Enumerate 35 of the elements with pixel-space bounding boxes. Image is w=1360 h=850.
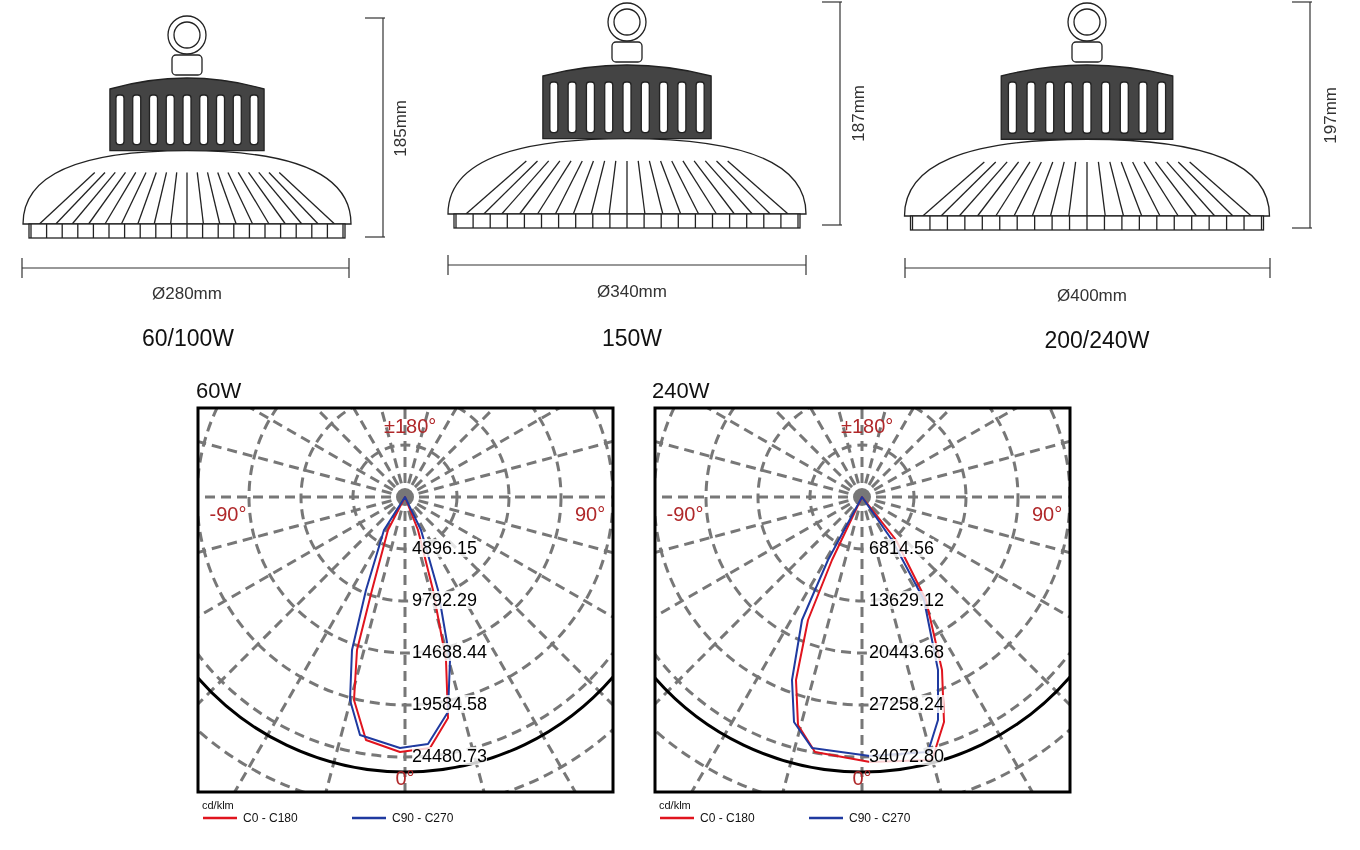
legend-text: C0 - C180 <box>243 812 298 824</box>
wattage-label: 60/100W <box>142 326 235 350</box>
intensity-scale-value: 24480.73 <box>412 747 488 765</box>
intensity-scale-value: 6814.56 <box>869 539 935 557</box>
angle-label: -90° <box>666 504 704 524</box>
intensity-scale-value: 13629.12 <box>869 591 945 609</box>
unit-label: cd/klm <box>202 799 234 811</box>
dimension-value: Ø340mm <box>597 282 667 300</box>
intensity-scale-value: 34072.80 <box>869 747 945 765</box>
wattage-label: 200/240W <box>1044 328 1150 352</box>
angle-label: 90° <box>575 504 606 524</box>
intensity-scale-value: 20443.68 <box>869 643 945 661</box>
angle-label: ±180° <box>841 416 894 436</box>
dimension-value: 187mm <box>849 84 867 142</box>
angle-label: ±180° <box>384 416 437 436</box>
legend-text: C90 - C270 <box>392 812 454 824</box>
intensity-scale-value: 14688.44 <box>412 643 488 661</box>
angle-label: 0° <box>852 768 872 788</box>
intensity-scale-value: 19584.58 <box>412 695 488 713</box>
dimension-value: Ø280mm <box>152 284 222 302</box>
intensity-scale-value: 9792.29 <box>412 591 478 609</box>
intensity-scale-value: 4896.15 <box>412 539 478 557</box>
legend-text: C0 - C180 <box>700 812 755 824</box>
chart-title: 60W <box>196 380 242 402</box>
angle-label: 90° <box>1032 504 1063 524</box>
angle-label: -90° <box>209 504 247 524</box>
legend-text: C90 - C270 <box>849 812 911 824</box>
chart-title: 240W <box>652 380 710 402</box>
unit-label: cd/klm <box>659 799 691 811</box>
wattage-label: 150W <box>602 326 663 350</box>
dimension-value: 185mm <box>391 99 409 157</box>
intensity-scale-value: 27258.24 <box>869 695 945 713</box>
angle-label: 0° <box>395 768 415 788</box>
dimension-value: Ø400mm <box>1057 286 1127 304</box>
dimension-value: 197mm <box>1321 86 1339 144</box>
